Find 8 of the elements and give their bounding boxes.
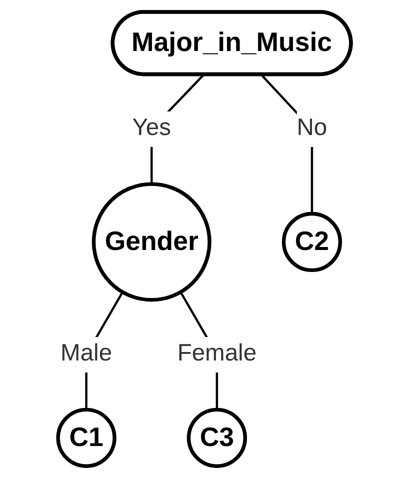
node-circle: Gender xyxy=(92,182,212,302)
edge-label: Male xyxy=(60,341,112,367)
node-circle: C2 xyxy=(282,212,342,272)
node-circle: C3 xyxy=(186,408,247,468)
node-circle: C1 xyxy=(56,408,116,468)
edge-label: Yes xyxy=(132,116,171,142)
edge-label: No xyxy=(296,116,328,142)
edge-label: Female xyxy=(177,341,257,367)
